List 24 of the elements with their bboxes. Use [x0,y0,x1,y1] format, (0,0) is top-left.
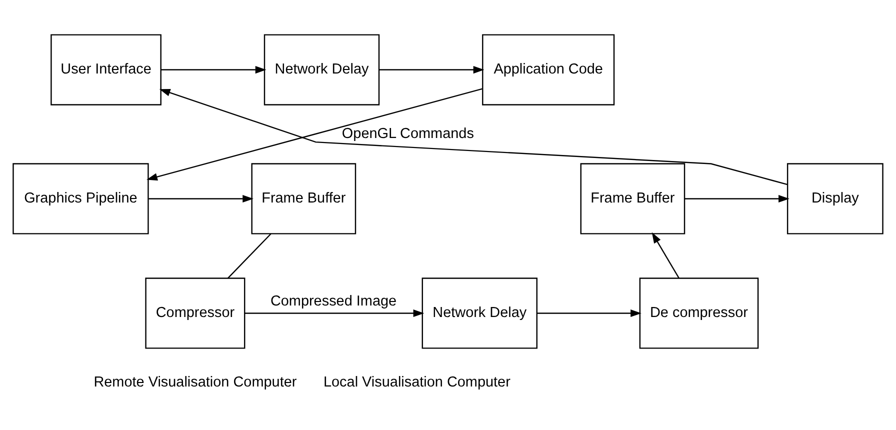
edge-label: Compressed Image [270,294,397,310]
edge-label: OpenGL Commands [342,126,474,142]
arrow [379,66,484,74]
arrow [536,309,642,318]
node-box: Frame Buffer [580,163,686,234]
connector [228,233,272,279]
arrow [684,194,790,203]
node-box: Frame Buffer [251,163,356,234]
arrow [244,309,424,318]
node-box: User Interface [50,34,162,106]
node-box: Display [786,163,884,234]
arrow [652,232,680,278]
arrow [160,66,266,74]
node-box: Network Delay [264,34,380,106]
node-box: Network Delay [422,278,538,349]
label: Local Visualisation Computer [323,374,510,390]
arrow [146,88,482,181]
arrow [159,88,788,186]
node-box: Compressor [145,278,246,349]
arrow [148,194,254,203]
label: Remote Visualisation Computer [94,374,297,390]
node-box: De compressor [639,278,759,349]
node-box: Graphics Pipeline [12,163,149,234]
node-box: Application Code [482,34,615,106]
